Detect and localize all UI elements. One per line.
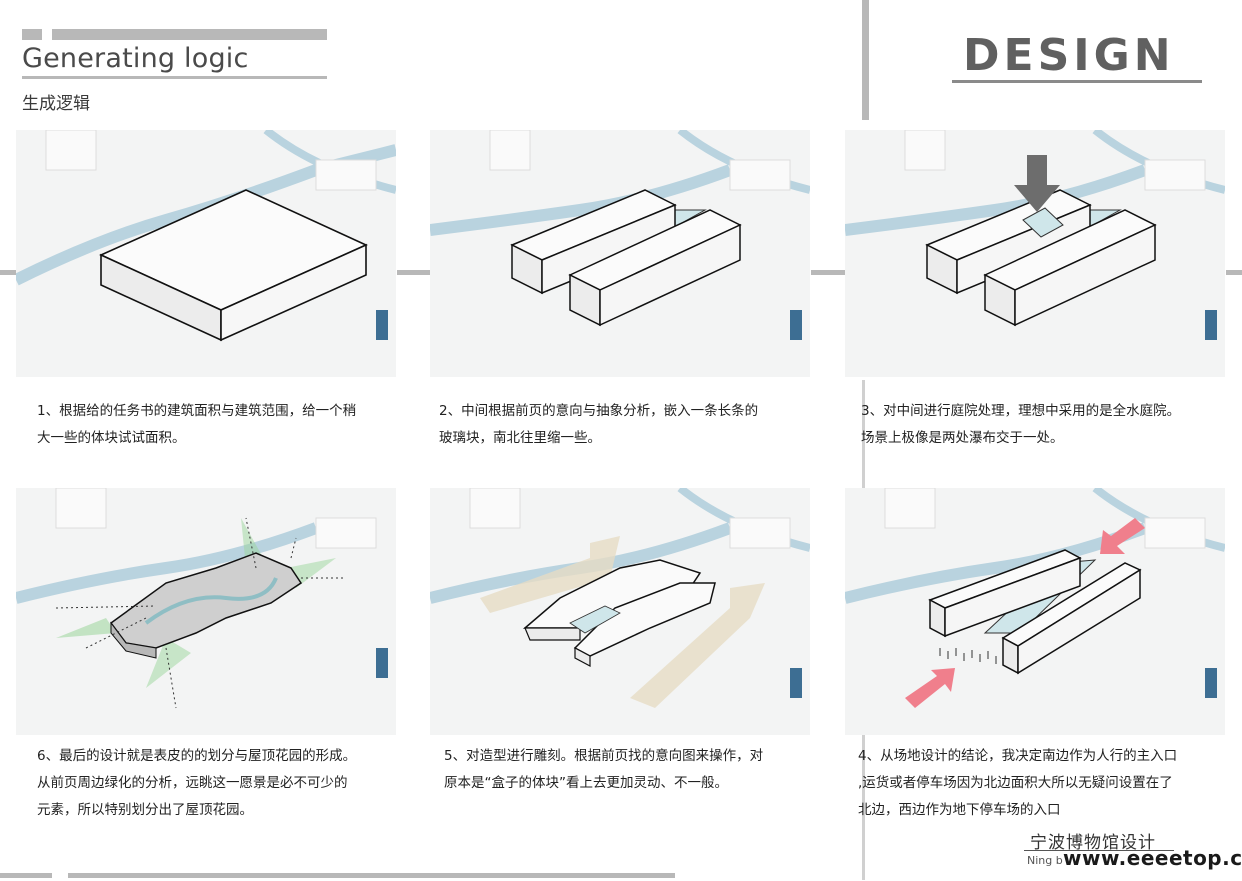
- page-title-en: Generating logic: [22, 43, 249, 74]
- top-accent-bar-long: [52, 29, 327, 40]
- caption-line: ,运货或者停车场因为北边面积大所以无疑问设置在了: [858, 775, 1173, 791]
- vertical-divider: [862, 0, 869, 120]
- title-underline: [22, 76, 327, 79]
- caption-step-2: 2、中间根据前页的意向与抽象分析，嵌入一条长条的 玻璃块，南北往里缩一些。: [439, 398, 809, 452]
- caption-step-1: 1、根据给的任务书的建筑面积与建筑范围，给一个稍 大一些的体块试试面积。: [37, 398, 407, 452]
- mid-tick-1: [397, 270, 430, 275]
- bottom-bar-left: [0, 873, 52, 878]
- caption-step-5: 5、对造型进行雕刻。根据前页找的意向图来操作，对 原本是“盒子的体块”看上去更加…: [444, 743, 814, 797]
- diagram-panel-2: [430, 130, 810, 377]
- logo-underline: [952, 80, 1202, 83]
- project-title-cn: 宁波博物馆设计: [1030, 833, 1156, 853]
- design-logo: DESIGN: [963, 30, 1175, 81]
- bottom-bar-long: [68, 873, 675, 878]
- caption-step-3: 3、对中间进行庭院处理，理想中采用的是全水庭院。 场景上极像是两处瀑布交于一处。: [861, 398, 1231, 452]
- caption-line: 玻璃块，南北往里缩一些。: [439, 430, 601, 446]
- caption-line: 1、根据给的任务书的建筑面积与建筑范围，给一个稍: [37, 403, 357, 419]
- right-tick: [1226, 270, 1242, 275]
- caption-line: 5、对造型进行雕刻。根据前页找的意向图来操作，对: [444, 748, 764, 764]
- caption-line: 2、中间根据前页的意向与抽象分析，嵌入一条长条的: [439, 403, 759, 419]
- diagram-panel-1: [16, 130, 396, 377]
- diagram-panel-6: [16, 488, 396, 735]
- diagram-panel-5: [430, 488, 810, 735]
- left-tick: [0, 270, 16, 275]
- footer-underline: [1024, 850, 1174, 851]
- caption-line: 3、对中间进行庭院处理，理想中采用的是全水庭院。: [861, 403, 1181, 419]
- watermark: www.eeeetop.com: [1063, 846, 1242, 870]
- caption-line: 元素，所以特别划分出了屋顶花园。: [37, 802, 253, 818]
- diagram-panel-3: [845, 130, 1225, 377]
- caption-line: 场景上极像是两处瀑布交于一处。: [861, 430, 1064, 446]
- caption-line: 6、最后的设计就是表皮的的划分与屋顶花园的形成。: [37, 748, 357, 764]
- caption-line: 北边，西边作为地下停车场的入口: [858, 802, 1061, 818]
- caption-line: 原本是“盒子的体块”看上去更加灵动、不一般。: [444, 775, 728, 791]
- caption-step-4: 4、从场地设计的结论，我决定南边作为人行的主入口 ,运货或者停车场因为北边面积大…: [858, 743, 1228, 824]
- caption-line: 从前页周边绿化的分析，远眺这一愿景是必不可少的: [37, 775, 348, 791]
- diagram-panel-4: [845, 488, 1225, 735]
- caption-line: 4、从场地设计的结论，我决定南边作为人行的主入口: [858, 748, 1178, 764]
- caption-step-6: 6、最后的设计就是表皮的的划分与屋顶花园的形成。 从前页周边绿化的分析，远眺这一…: [37, 743, 407, 824]
- caption-line: 大一些的体块试试面积。: [37, 430, 186, 446]
- mid-tick-2: [811, 270, 845, 275]
- top-accent-bar-short: [22, 29, 42, 40]
- page-title-cn: 生成逻辑: [22, 94, 90, 114]
- project-title-en: Ning b: [1027, 854, 1063, 867]
